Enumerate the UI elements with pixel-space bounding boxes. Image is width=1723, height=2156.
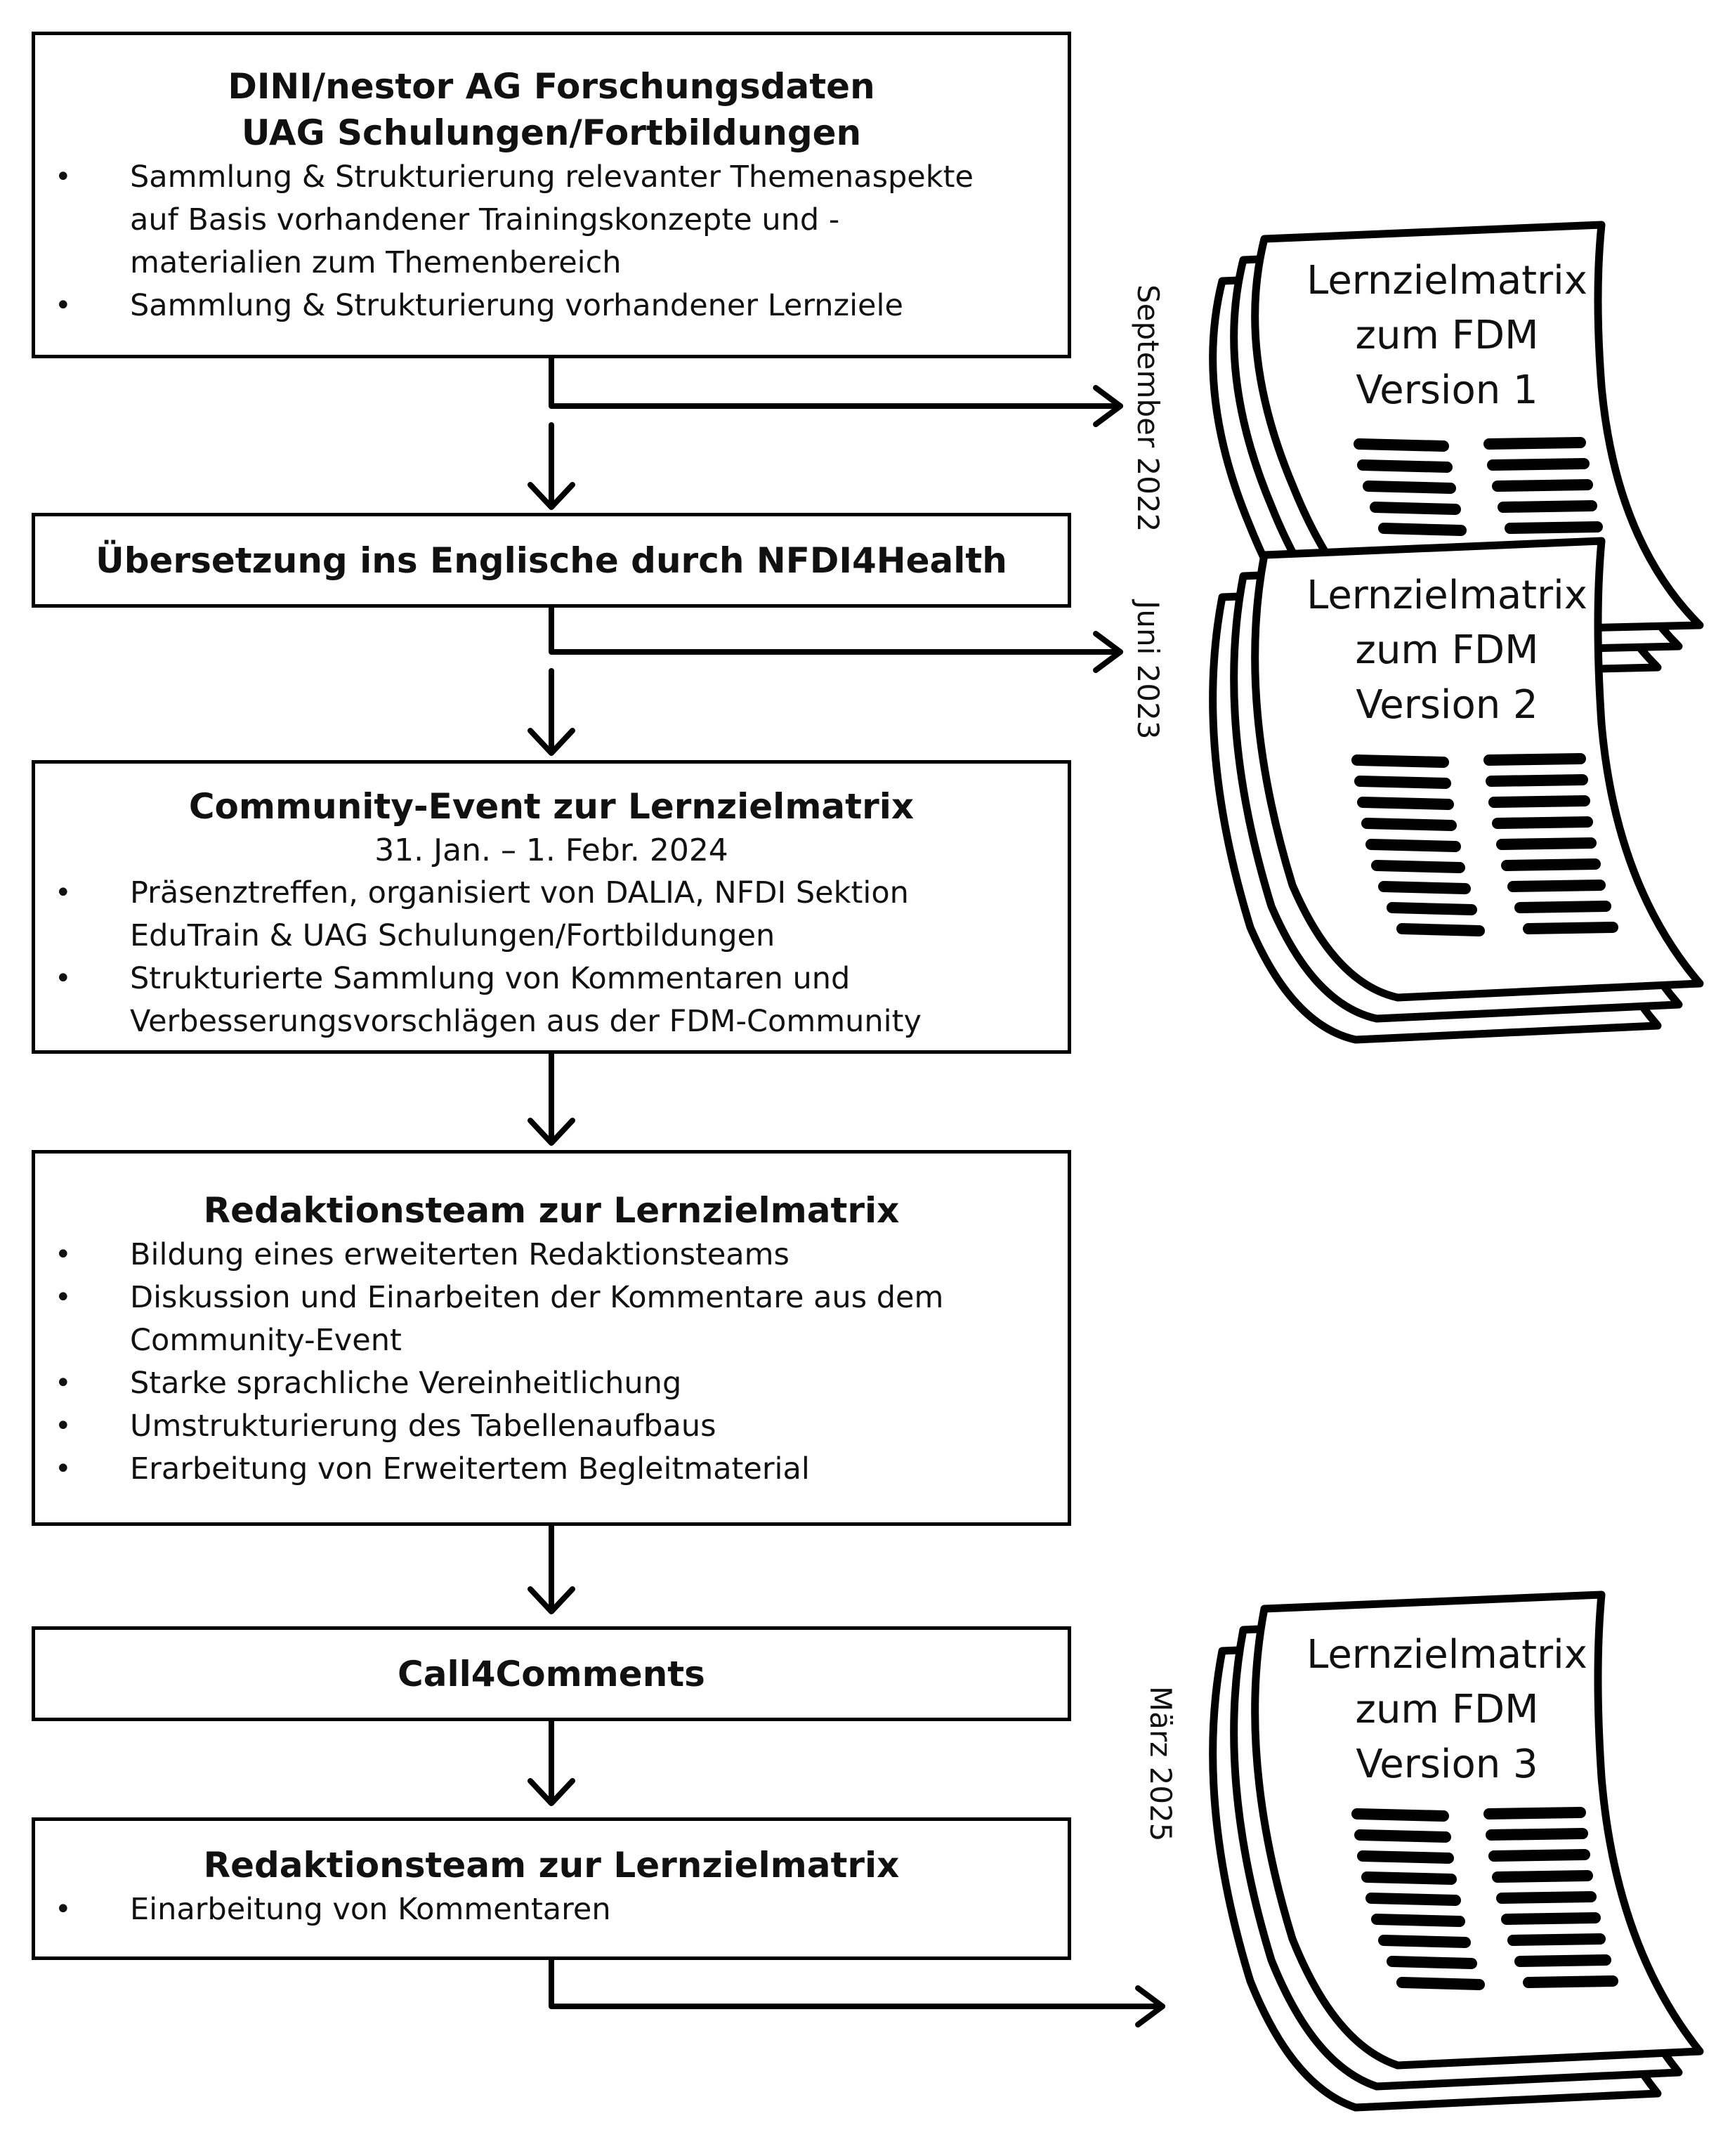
step-box-redaktionsteam-final: Redaktionsteam zur Lernzielmatrix Einarb…	[32, 1817, 1071, 1960]
step4-bullet-1: Bildung eines erweiterten Redaktionsteam…	[35, 1234, 1068, 1276]
step3-bullet-list: Präsenztreffen, organisiert von DALIA, N…	[35, 872, 1068, 1043]
step1-title-line1: DINI/nestor AG Forschungsdaten	[228, 66, 875, 107]
step4-bullet-4: Umstrukturierung des Tabellenaufbaus	[35, 1405, 1068, 1448]
step-box-community-event: Community-Event zur Lernzielmatrix 31. J…	[32, 760, 1071, 1054]
step3-title: Community-Event zur Lernzielmatrix	[188, 786, 915, 827]
step4-bullet-3: Starke sprachliche Vereinheitlichung	[35, 1362, 1068, 1405]
document-stack-2	[1209, 537, 1704, 1044]
doc3-title-line1: Lernzielmatrix	[1306, 1632, 1587, 1678]
step4-bullet-list: Bildung eines erweiterten Redaktionsteam…	[35, 1234, 1068, 1491]
arrow-to-version-3	[549, 1957, 1165, 2027]
step6-title: Redaktionsteam zur Lernzielmatrix	[203, 1845, 900, 1886]
step1-title-line2: UAG Schulungen/Fortbildungen	[241, 112, 862, 153]
step4-bullet-2: Diskussion und Einarbeiten der Kommentar…	[35, 1276, 1068, 1362]
arrow-step4-to-step5	[528, 1523, 575, 1614]
step1-bullet-1: Sammlung & Strukturierung relevanter The…	[35, 156, 1068, 285]
doc2-title-line1: Lernzielmatrix	[1306, 573, 1587, 618]
doc3-title-line2: zum FDM	[1356, 1687, 1539, 1732]
doc2-date: Juni 2023	[1131, 599, 1165, 740]
step1-bullet-list: Sammlung & Strukturierung relevanter The…	[35, 156, 1068, 327]
doc2-title-line3: Version 2	[1356, 682, 1538, 728]
step5-title: Call4Comments	[398, 1653, 705, 1694]
step-box-uebersetzung: Übersetzung ins Englische durch NFDI4Hea…	[32, 513, 1071, 608]
step4-title: Redaktionsteam zur Lernzielmatrix	[203, 1190, 900, 1231]
step2-title: Übersetzung ins Englische durch NFDI4Hea…	[96, 540, 1007, 581]
step-arrows	[528, 422, 575, 1806]
step-box-ag-forschungsdaten: DINI/nestor AG Forschungsdaten UAG Schul…	[32, 32, 1071, 358]
doc1-title-line1: Lernzielmatrix	[1306, 258, 1587, 303]
doc1-title-line2: zum FDM	[1356, 313, 1539, 358]
step4-bullet-5: Erarbeitung von Erweitertem Begleitmater…	[35, 1448, 1068, 1491]
arrow-step1-to-step2	[528, 422, 575, 510]
document-stack-3	[1209, 1590, 1704, 2112]
step3-bullet-1: Präsenztreffen, organisiert von DALIA, N…	[35, 872, 1068, 958]
arrow-step5-to-step6	[528, 1718, 575, 1806]
step3-subtitle: 31. Jan. – 1. Febr. 2024	[374, 832, 728, 868]
step-box-redaktionsteam: Redaktionsteam zur Lernzielmatrix Bildun…	[32, 1150, 1071, 1526]
step6-bullet-1: Einarbeitung von Kommentaren	[35, 1888, 1068, 1931]
step3-bullet-2: Strukturierte Sammlung von Kommentaren u…	[35, 958, 1068, 1043]
step6-bullet-list: Einarbeitung von Kommentaren	[35, 1888, 1068, 1931]
doc1-title-line3: Version 1	[1356, 367, 1538, 413]
step1-bullet-2: Sammlung & Strukturierung vorhandener Le…	[35, 285, 1068, 327]
doc3-date: März 2025	[1144, 1686, 1178, 1842]
arrow-step3-to-step4	[528, 1051, 575, 1146]
arrow-to-version-1	[549, 355, 1123, 427]
output-arrows	[549, 355, 1165, 2027]
arrow-step2-to-step3	[528, 668, 575, 756]
step-box-call4comments: Call4Comments	[32, 1626, 1071, 1721]
document-dates: September 2022 Juni 2023 März 2025	[1131, 285, 1178, 1842]
doc2-title-line2: zum FDM	[1356, 627, 1539, 673]
arrow-to-version-2	[549, 605, 1123, 673]
doc1-date: September 2022	[1131, 285, 1165, 532]
doc3-title-line3: Version 3	[1356, 1742, 1538, 1787]
document-titles: Lernzielmatrix zum FDM Version 1 Lernzie…	[1306, 258, 1587, 1787]
